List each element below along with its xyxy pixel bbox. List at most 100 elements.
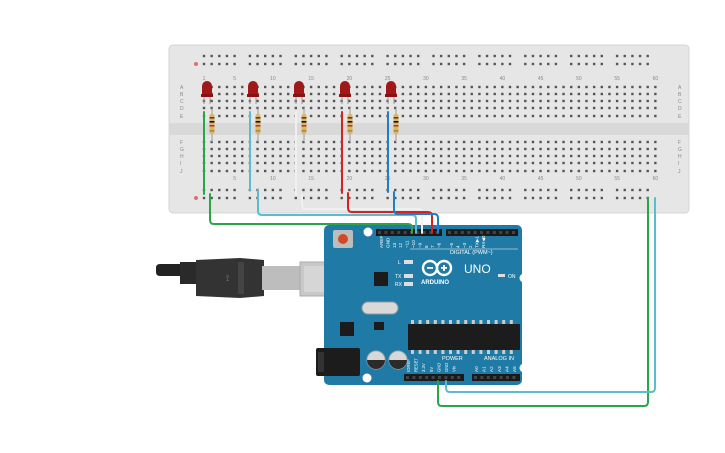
- power-pin-label: GND: [436, 363, 441, 372]
- atmega-chip: [408, 324, 520, 350]
- red-led[interactable]: [247, 81, 259, 104]
- header-holes: [378, 231, 516, 379]
- mount-hole: [519, 273, 529, 283]
- row-letter: I: [678, 161, 679, 167]
- row-letter: D: [678, 106, 682, 112]
- red-led[interactable]: [385, 81, 397, 104]
- breadboard[interactable]: 1155101015152020252530303535404045455050…: [168, 44, 690, 214]
- digital-pin-label: ~6: [437, 242, 442, 248]
- column-number: 15: [308, 176, 314, 182]
- chip-pins: [411, 320, 513, 354]
- column-number: 50: [576, 176, 582, 182]
- column-number: 1: [203, 76, 206, 82]
- wire-cyan-pin12: [249, 111, 417, 234]
- crystal-oscillator: [361, 301, 399, 315]
- row-letter: F: [180, 140, 183, 146]
- row-letter: G: [180, 147, 184, 153]
- power-pin-label: 5V: [429, 367, 434, 372]
- brand-label: ARDUINO: [421, 280, 449, 286]
- row-letter: B: [678, 92, 682, 98]
- resistors[interactable]: [209, 108, 399, 142]
- column-number: 20: [347, 76, 353, 82]
- digital-pin-label: AREF: [379, 236, 384, 248]
- l-label: L: [398, 260, 401, 266]
- leds[interactable]: [201, 81, 397, 104]
- mount-hole: [363, 227, 373, 237]
- mount-hole: [362, 373, 372, 383]
- row-letter: I: [180, 161, 181, 167]
- wires[interactable]: [203, 111, 656, 407]
- red-led[interactable]: [293, 81, 305, 104]
- power-label: POWER: [442, 356, 463, 362]
- column-number: 55: [614, 76, 620, 82]
- row-letter: D: [180, 106, 184, 112]
- digital-pin-label: ~10: [411, 240, 416, 248]
- column-number: 15: [308, 76, 314, 82]
- column-number: 10: [270, 76, 276, 82]
- analog-pin-label: A0: [474, 366, 479, 372]
- digital-pin-label: ~11: [405, 240, 410, 248]
- analog-pin-label: A3: [497, 366, 502, 372]
- column-number: 45: [538, 176, 544, 182]
- analog-pin-label: A2: [489, 366, 494, 372]
- column-number: 50: [576, 76, 582, 82]
- resistor[interactable]: [209, 108, 215, 142]
- power-pin-label: Vin: [452, 365, 457, 372]
- digital-pin-label: ~3: [462, 242, 467, 248]
- column-number: 45: [538, 76, 544, 82]
- resistor[interactable]: [255, 108, 261, 142]
- power-jack[interactable]: [316, 348, 360, 376]
- row-letter: J: [180, 169, 183, 175]
- digital-pin-label: TX▶1: [475, 236, 480, 248]
- analog-pin-label: A1: [482, 366, 487, 372]
- column-number: 35: [461, 176, 467, 182]
- row-letter: C: [678, 99, 682, 105]
- column-number: 40: [500, 76, 506, 82]
- wire-blue-pin9: [387, 111, 439, 234]
- digital-header-high[interactable]: [376, 229, 442, 236]
- digital-pin-label: RX◀0: [481, 235, 486, 248]
- red-led[interactable]: [339, 81, 351, 104]
- tx-label: TX: [395, 274, 402, 280]
- analog-pin-label: A4: [504, 366, 509, 372]
- led-tx: [404, 274, 413, 278]
- arduino-logo-icon: [421, 259, 453, 277]
- resistor[interactable]: [393, 108, 399, 142]
- row-letter: E: [180, 114, 184, 120]
- row-letter: B: [180, 92, 184, 98]
- digital-pin-label: 13: [392, 242, 397, 248]
- row-letter: A: [180, 85, 184, 91]
- power-pin-label: 3.3V: [421, 363, 426, 372]
- usb-symbol-icon: ⟟: [226, 273, 229, 283]
- digital-pin-label: 4: [455, 245, 460, 248]
- analog-pin-label: A5: [512, 366, 517, 372]
- row-letter: E: [678, 114, 682, 120]
- digital-pin-label: 12: [398, 242, 403, 248]
- analog-in-label: ANALOG IN: [484, 356, 514, 362]
- model-label: UNO: [464, 262, 491, 276]
- power-pin-label: RESET: [414, 358, 419, 372]
- red-led[interactable]: [201, 81, 213, 104]
- digital-pin-label: 7: [430, 245, 435, 248]
- digital-pin-label: GND: [385, 237, 390, 248]
- column-number: 5: [233, 76, 236, 82]
- power-rail-marker: [194, 62, 198, 66]
- resistor[interactable]: [347, 108, 353, 142]
- reset-button-cap[interactable]: [338, 234, 348, 244]
- row-letter: G: [678, 147, 682, 153]
- row-letter: C: [180, 99, 184, 105]
- led-l: [404, 260, 413, 264]
- column-number: 30: [423, 176, 429, 182]
- row-letter: F: [678, 140, 681, 146]
- column-number: 60: [653, 176, 659, 182]
- resistor[interactable]: [301, 108, 307, 142]
- wire-cyan-gnd: [445, 197, 656, 393]
- led-rx: [404, 282, 413, 286]
- on-led: [498, 274, 505, 277]
- digital-pin-label: ~5: [449, 242, 454, 248]
- column-number: 30: [423, 76, 429, 82]
